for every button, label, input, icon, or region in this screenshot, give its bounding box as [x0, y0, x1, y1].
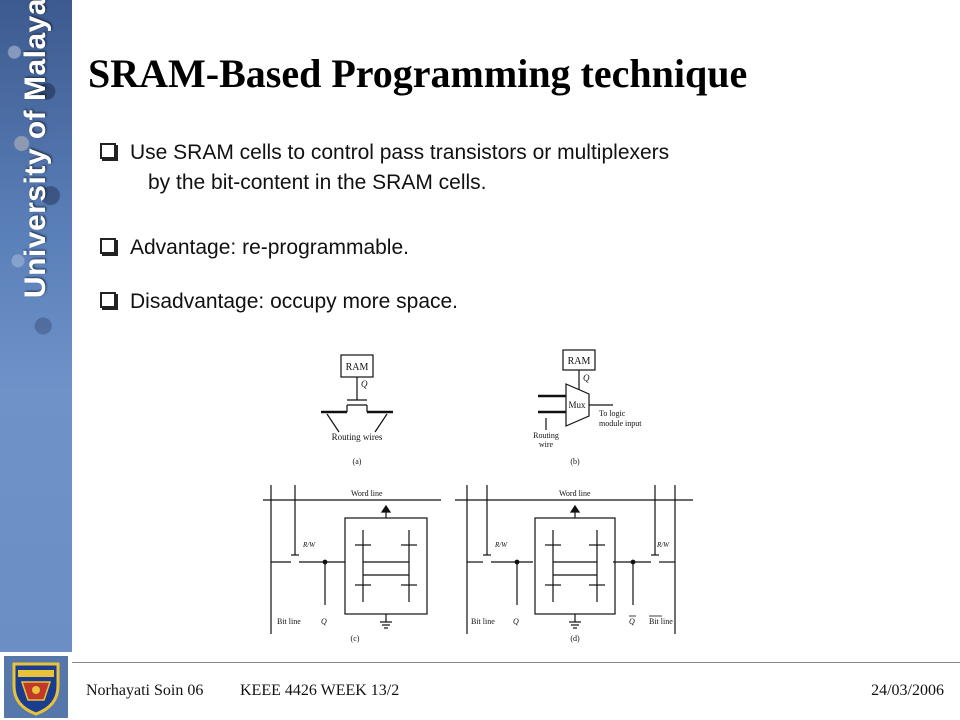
diagram-c-sram-cell: Word line R/W Bit line Q (c) [263, 485, 441, 643]
routing-wire-label-2: wire [539, 440, 554, 449]
q-label-d: Q [513, 617, 519, 626]
rw-label-d-right: R/W [656, 541, 670, 549]
university-sidebar: University of Malaya [0, 0, 72, 652]
footer-divider [72, 662, 960, 663]
bullet-use-sram: Use SRAM cells to control pass transisto… [100, 138, 669, 198]
caption-c: (c) [351, 634, 360, 643]
ram-label-mux: RAM [568, 356, 591, 367]
rw-label-d-left: R/W [494, 541, 508, 549]
university-crest-icon [4, 656, 68, 718]
diagram-b-multiplexer: RAM Q Mux Routing wire To logic module i… [533, 349, 642, 466]
to-logic-label-2: module input [599, 419, 642, 428]
footer-author: Norhayati Soin 06 [86, 682, 204, 699]
q-label: Q [361, 379, 368, 389]
rw-label-c: R/W [302, 541, 316, 549]
bullet-box-icon [100, 143, 116, 160]
university-name: University of Malaya [19, 0, 52, 299]
bit-bar-line-label-d: Bit line [649, 617, 673, 626]
diagram-a-pass-transistor: RAM Q Routing wires (a) [321, 354, 393, 466]
sidebar-photo-texture [0, 0, 72, 652]
word-line-label-d: Word line [559, 489, 591, 498]
diagram-d-sram-cell: Word line R/W R/W Bit line Q Q [455, 485, 693, 643]
bullet-text: Advantage: re-programmable. [130, 236, 409, 259]
bullet-text: Use SRAM cells to control pass transisto… [130, 141, 670, 164]
bullet-text: Disadvantage: occupy more space. [130, 290, 459, 313]
bit-line-label-d: Bit line [471, 617, 495, 626]
footer-date: 24/03/2006 [871, 682, 944, 699]
mux-label: Mux [568, 400, 586, 410]
bullet-text-continued: by the bit-content in the SRAM cells. [148, 171, 487, 194]
caption-d: (d) [570, 634, 580, 643]
ram-label: RAM [346, 362, 369, 373]
q-bar-label-d: Q [629, 617, 635, 626]
caption-b: (b) [570, 457, 580, 466]
footer-course: KEEE 4426 WEEK 13/2 [240, 682, 400, 699]
caption-a: (a) [353, 457, 362, 466]
routing-wires-label: Routing wires [332, 432, 383, 442]
routing-wire-label-1: Routing [533, 431, 559, 440]
word-line-label-c: Word line [351, 489, 383, 498]
bit-line-label-c: Bit line [277, 617, 301, 626]
q-label-mux: Q [583, 373, 590, 383]
sram-circuit-diagram: RAM Q Routing wires (a) RAM Q Mux Routin… [263, 349, 693, 643]
bullet-disadvantage: Disadvantage: occupy more space. [100, 287, 458, 317]
q-label-c: Q [321, 617, 327, 626]
bullet-box-icon [100, 292, 116, 309]
to-logic-label-1: To logic [599, 409, 626, 418]
bullet-box-icon [100, 238, 116, 255]
bullet-advantage: Advantage: re-programmable. [100, 233, 409, 263]
slide-title: SRAM-Based Programming technique [88, 51, 748, 96]
